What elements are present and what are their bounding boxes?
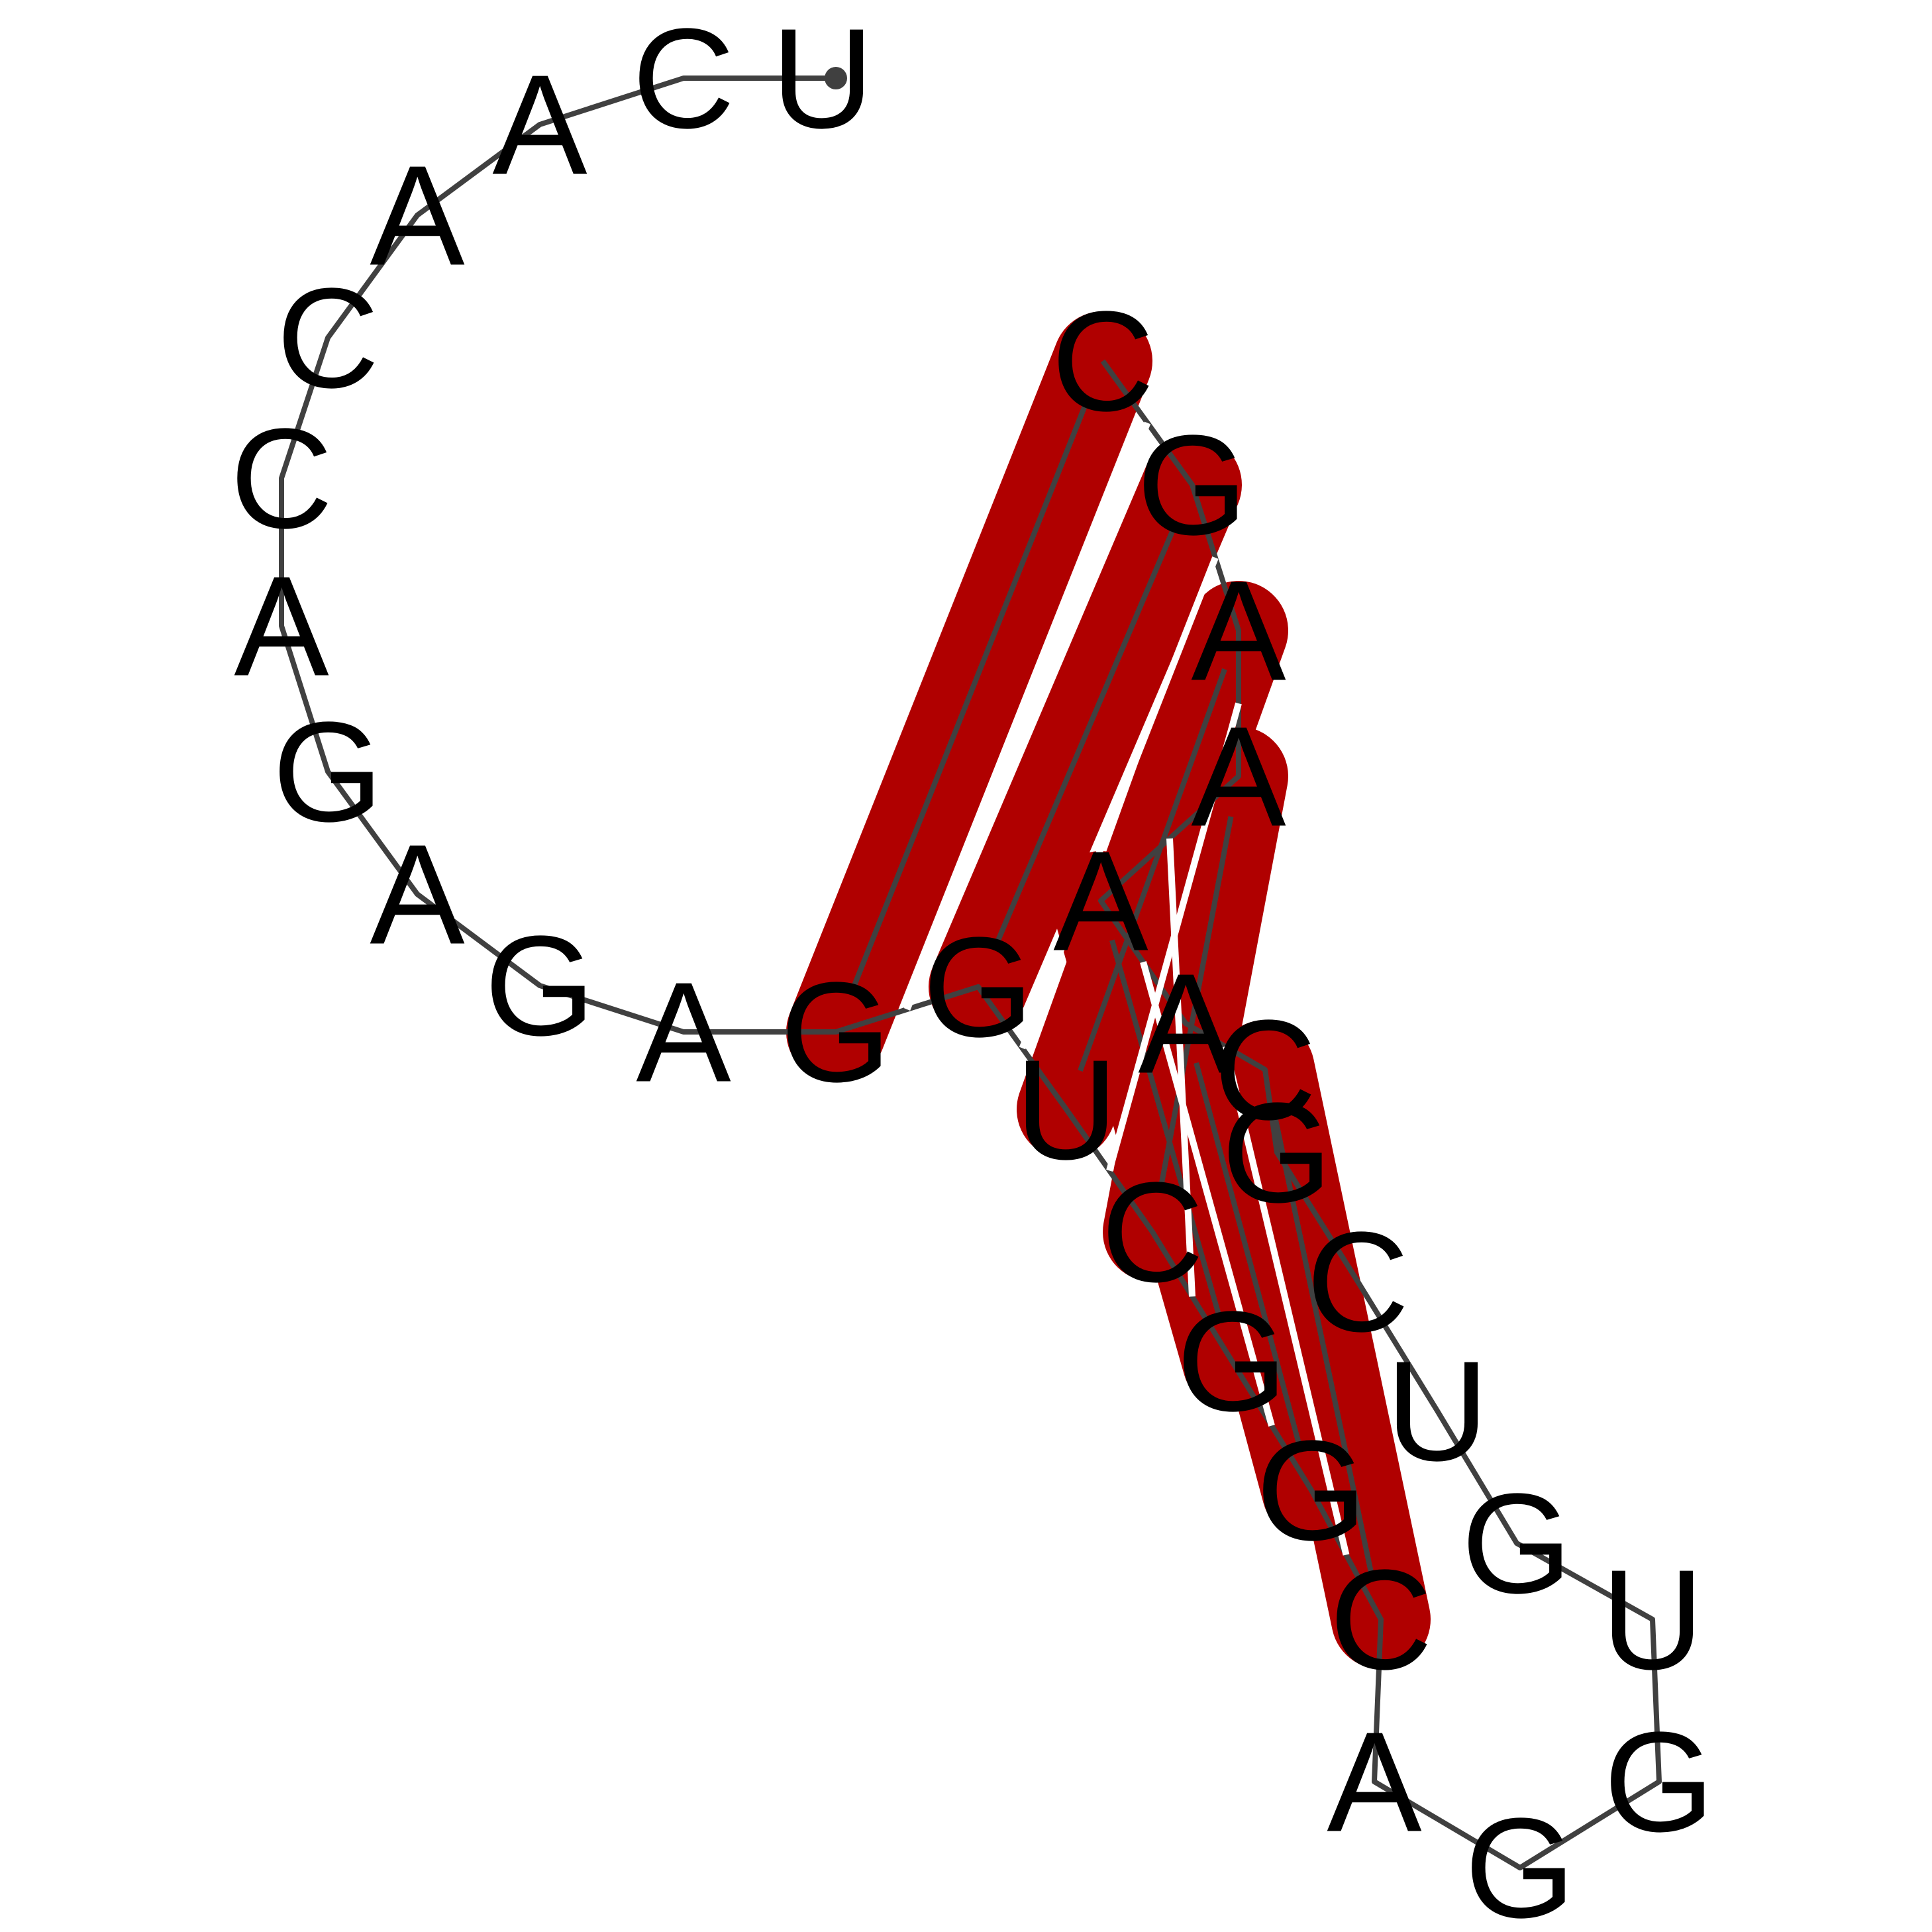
- nucleotide-label: C: [1051, 281, 1154, 441]
- base-pair-lines: [848, 398, 1376, 1580]
- nucleotide-label: G: [780, 952, 891, 1112]
- base-pair-line: [848, 398, 1090, 995]
- stem-gap-line: [1019, 556, 1219, 1050]
- nucleotide-label: G: [1221, 1073, 1332, 1233]
- base-pair-line: [1194, 1062, 1303, 1452]
- nucleotide-label: C: [1329, 1540, 1432, 1700]
- nucleotide-label: A: [1191, 551, 1286, 711]
- nucleotide-label: C: [230, 399, 332, 558]
- nucleotide-label: A: [1138, 944, 1233, 1103]
- nucleotide-label: A: [1327, 1702, 1421, 1862]
- nucleotide-label: G: [1461, 1464, 1572, 1623]
- nucleotide-label: G: [1176, 1282, 1287, 1441]
- nucleotide-label: C: [1213, 990, 1316, 1150]
- nucleotide-label: C: [632, 0, 735, 158]
- nucleotide-label: G: [1603, 1702, 1714, 1862]
- five-prime-start-dot: [825, 67, 847, 89]
- nucleotide-label: A: [370, 815, 464, 974]
- nucleotide-label: U: [1601, 1540, 1703, 1700]
- stem-gap-line: [1166, 838, 1195, 1297]
- stem-gap-line: [1140, 961, 1275, 1427]
- base-pair-line: [1157, 816, 1234, 1192]
- nucleotide-label: G: [1464, 1788, 1575, 1932]
- stem-gap-line: [903, 421, 1151, 1011]
- nucleotide-label: U: [1386, 1331, 1488, 1491]
- nucleotide-label: G: [484, 906, 595, 1066]
- nucleotide-label: A: [1053, 821, 1148, 981]
- base-pair-line: [1109, 939, 1223, 1323]
- nucleotide-label: A: [492, 45, 587, 205]
- stem-gap-line: [1222, 1045, 1350, 1556]
- nucleotide-label: G: [272, 692, 383, 852]
- base-pair-line: [1078, 668, 1227, 1072]
- nucleotide-label: A: [636, 952, 731, 1112]
- nucleotide-label: C: [1306, 1202, 1409, 1362]
- nucleotide-label: G: [1256, 1411, 1366, 1570]
- nucleotide-label: G: [1137, 405, 1247, 565]
- nucleotide-label: C: [1101, 1152, 1203, 1312]
- nucleotide-label: A: [370, 136, 464, 295]
- nucleotide-label: U: [1015, 1030, 1117, 1190]
- nucleotide-label: C: [276, 258, 379, 418]
- backbone-line: [279, 76, 1662, 1870]
- nucleotide-label: A: [234, 546, 329, 706]
- nucleotide-label: U: [771, 0, 874, 158]
- nucleotide-label: A: [1191, 697, 1286, 856]
- nucleotide-label: G: [923, 907, 1033, 1067]
- base-pair-line: [991, 521, 1179, 950]
- base-pair-line: [1270, 1109, 1376, 1580]
